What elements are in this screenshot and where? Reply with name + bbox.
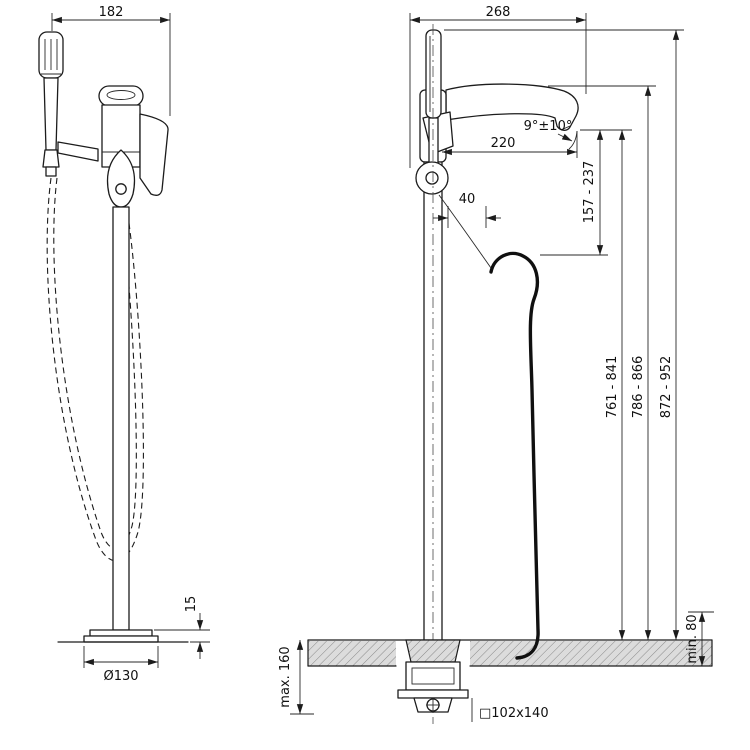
dim-label-overall-height: 872 - 952 xyxy=(659,356,674,419)
lever-handle-front xyxy=(139,113,169,196)
floor-hatch-left xyxy=(308,641,396,666)
shower-holder-pivot xyxy=(425,171,439,185)
hose-connector xyxy=(45,166,57,177)
base-plate-lower xyxy=(83,635,159,643)
dim-min-floor-clearance: min. 80 xyxy=(685,611,714,666)
dim-label-spout-angle: 9°±10° xyxy=(524,119,573,134)
spout-side xyxy=(445,83,579,131)
dim-label-min-floor-clearance: min. 80 xyxy=(685,614,700,663)
dim-label-mounting-box-size: □102x140 xyxy=(479,706,549,721)
floor-cover-plate xyxy=(405,639,461,663)
spout-head-front xyxy=(98,85,144,107)
base-plate-upper xyxy=(89,629,153,637)
dim-label-spout-top-height: 786 - 866 xyxy=(631,356,646,419)
dim-spout-angle: 9°±10° xyxy=(524,119,578,150)
front-view: 182 15 Ø130 xyxy=(38,5,210,684)
dim-label-spout-to-rim: 157 - 237 xyxy=(582,161,597,224)
dim-label-overall-width: 182 xyxy=(99,5,124,20)
dim-mounting-box-size: □102x140 xyxy=(471,698,549,722)
shower-holder-bracket xyxy=(57,141,99,162)
dim-max-recess-depth: max. 160 xyxy=(278,640,314,715)
dim-base-diameter: Ø130 xyxy=(83,646,159,684)
hand-shower-side xyxy=(425,29,442,119)
hose-attach-curve xyxy=(438,194,492,269)
shower-hose-front xyxy=(46,177,144,562)
dim-overall-height: 872 - 952 xyxy=(444,29,684,640)
floor-section xyxy=(307,639,713,667)
dim-base-height: 15 xyxy=(154,596,210,659)
aerator-mark xyxy=(560,125,571,131)
mounting-box-flange xyxy=(397,689,469,699)
faucet-front xyxy=(57,85,189,643)
dim-label-spout-reach: 220 xyxy=(491,136,516,151)
shower-hose-side xyxy=(489,251,540,660)
dim-label-max-recess-depth: max. 160 xyxy=(278,646,293,707)
riser-column-side xyxy=(423,161,443,641)
dim-label-spout-outlet-height: 761 - 841 xyxy=(605,356,620,419)
dim-spout-outlet-height: 761 - 841 xyxy=(605,130,626,640)
hand-shower-nut xyxy=(42,149,60,168)
angle-arc xyxy=(568,130,578,150)
dim-spout-reach: 220 xyxy=(442,131,578,158)
mounting-box xyxy=(397,639,469,713)
dim-hose-offset: 40 xyxy=(433,192,501,228)
mounting-box-body xyxy=(405,661,461,691)
floor-hatch-right xyxy=(470,641,712,666)
dim-label-hose-offset: 40 xyxy=(459,192,476,207)
dim-label-overall-depth: 268 xyxy=(486,5,511,20)
dim-label-base-height: 15 xyxy=(184,596,199,613)
hand-shower-front xyxy=(38,31,99,177)
hose-outlet-front xyxy=(115,183,127,195)
side-view: 268 220 9°±10° 157 - 237 40 xyxy=(278,5,714,724)
hand-shower-handle xyxy=(43,77,59,151)
dim-label-base-diameter: Ø130 xyxy=(103,669,138,684)
dim-overall-depth: 268 xyxy=(409,5,587,168)
riser-column-front xyxy=(112,206,130,631)
dim-spout-top-height: 786 - 866 xyxy=(548,85,656,640)
hand-shower-grip-side xyxy=(428,117,439,165)
faucet-side xyxy=(415,24,579,724)
dim-spout-to-rim: 157 - 237 xyxy=(540,129,632,256)
dim-overall-width: 182 xyxy=(51,5,171,116)
